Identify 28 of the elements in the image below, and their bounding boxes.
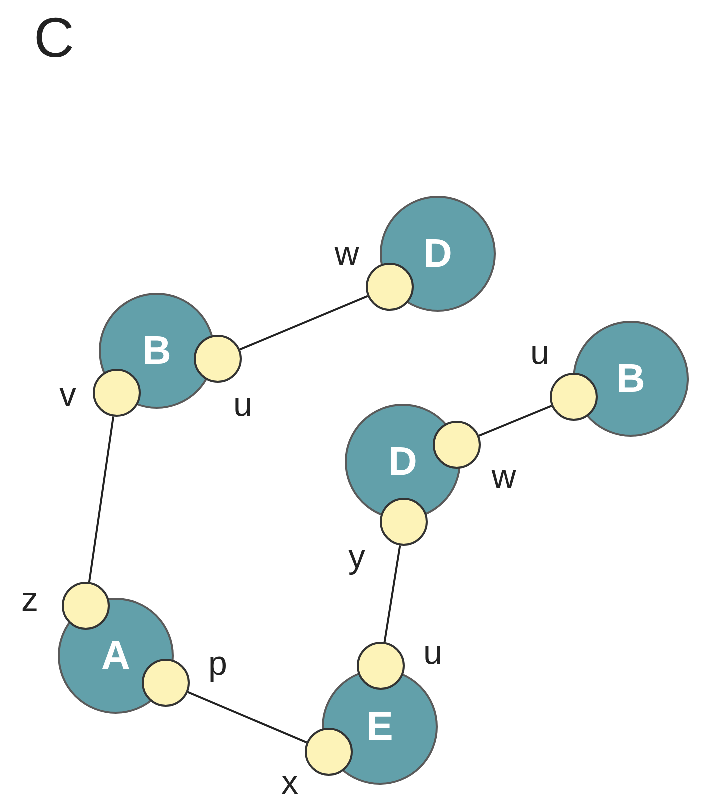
connector-line — [240, 295, 368, 351]
connector-line — [384, 546, 402, 642]
node-circle: B — [573, 321, 689, 437]
port-circle — [433, 421, 481, 469]
port-label: u — [424, 636, 442, 670]
port-circle — [62, 582, 110, 630]
port-label: w — [492, 460, 516, 494]
node-circle: D — [380, 196, 496, 312]
connector-line — [88, 416, 115, 582]
port-label: p — [208, 647, 228, 681]
panel-title: C — [34, 10, 74, 66]
connector-line — [478, 405, 552, 437]
port-circle — [357, 642, 405, 690]
port-circle — [194, 335, 242, 383]
port-label: y — [348, 540, 366, 574]
port-circle — [550, 373, 598, 421]
port-circle — [380, 498, 428, 546]
port-circle — [366, 263, 414, 311]
port-circle — [142, 659, 190, 707]
port-label: u — [234, 388, 252, 422]
port-label: u — [530, 336, 550, 370]
port-label: w — [334, 237, 360, 271]
connector-line — [188, 691, 308, 744]
port-label: z — [22, 583, 38, 617]
port-circle — [93, 369, 141, 417]
port-circle — [305, 728, 353, 776]
port-label: v — [60, 378, 76, 412]
port-label: x — [282, 766, 298, 800]
